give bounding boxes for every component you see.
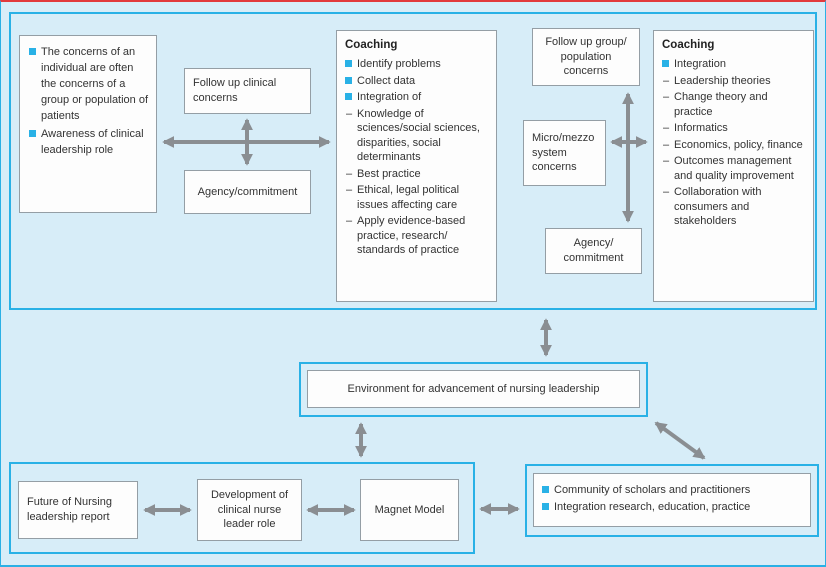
coaching-system-box: Coaching Integration Leadership theories…: [653, 30, 814, 302]
patient-concerns-box: The concerns of an individual are often …: [19, 35, 157, 213]
sub-list-item: Leadership theories: [662, 74, 805, 89]
list-item: Collect data: [345, 74, 488, 89]
coaching-title: Coaching: [345, 39, 398, 51]
environment-label: Environment for advancement of nursing l…: [347, 382, 600, 395]
agency-commitment-left-label: Agency/commitment: [197, 185, 298, 198]
bullet-square-icon: [345, 60, 352, 68]
list-item: Integration: [662, 57, 805, 72]
list-item-label: Integration of: [357, 91, 422, 104]
bullet-square-icon: [542, 486, 549, 493]
follow-up-clinical-label: Follow up clinical concerns: [193, 77, 277, 104]
arrow-environment-community: [654, 421, 706, 460]
micro-mezzo-box: Micro/mezzo system concerns: [523, 120, 606, 186]
follow-up-clinical-box: Follow up clinical concerns: [184, 68, 311, 114]
coaching-individual-box: Coaching Identify problems Collect data …: [336, 30, 497, 302]
sub-list-item: Collaboration with consumers and stakeho…: [662, 185, 805, 229]
agency-commitment-right-label: Agency/ commitment: [563, 237, 624, 264]
list-item-label: Community of scholars and practitioners: [554, 484, 751, 496]
cnl-development-label: Development of clinical nurse leader rol…: [210, 489, 289, 531]
cnl-development-box: Development of clinical nurse leader rol…: [197, 479, 302, 541]
community-box: Community of scholars and practitioners …: [533, 473, 811, 527]
future-of-nursing-box: Future of Nursing leadership report: [18, 481, 138, 539]
list-item: The concerns of an individual are often …: [29, 45, 150, 125]
sub-list-item: Economics, policy, finance: [662, 138, 805, 153]
bullet-square-icon: [29, 48, 36, 55]
community-container: [525, 464, 819, 537]
list-item-label: Awareness of clinical leadership role: [41, 127, 144, 156]
list-item-label: Identify problems: [357, 58, 441, 71]
agency-commitment-left-box: Agency/commitment: [184, 170, 311, 214]
list-item: Identify problems: [345, 57, 488, 72]
bullet-square-icon: [345, 76, 352, 84]
coaching-title: Coaching: [662, 39, 715, 51]
follow-up-group-label: Follow up group/ population concerns: [545, 36, 627, 78]
bullet-square-icon: [542, 502, 549, 510]
list-item: Community of scholars and practitioners: [542, 483, 802, 498]
magnet-model-label: Magnet Model: [374, 503, 445, 516]
bullet-square-icon: [662, 60, 669, 68]
foundations-container: [9, 462, 475, 554]
sub-list-item: Ethical, legal political issues affectin…: [345, 183, 488, 212]
list-item-label: Integration: [674, 58, 726, 71]
magnet-model-box: Magnet Model: [360, 479, 459, 541]
bullet-square-icon: [29, 129, 36, 137]
sub-list-item: Outcomes management and quality improvem…: [662, 154, 805, 183]
sub-list-item: Best practice: [345, 167, 488, 182]
top-section-container: [9, 12, 817, 310]
list-item-label: Integration research, education, practic…: [554, 500, 751, 513]
list-item: Integration research, education, practic…: [542, 500, 802, 515]
sub-list-item: Knowledge of sciences/social sciences, d…: [345, 107, 488, 165]
follow-up-group-box: Follow up group/ population concerns: [532, 28, 640, 86]
agency-commitment-right-box: Agency/ commitment: [545, 228, 642, 274]
sub-list-item: Change theory and practice: [662, 90, 805, 119]
sub-list-item: Informatics: [662, 121, 805, 136]
list-item-label: Collect data: [357, 74, 416, 87]
list-item: Awareness of clinical leadership role: [29, 127, 150, 159]
sub-list-item: Apply evidence-based practice, research/…: [345, 214, 488, 258]
bullet-square-icon: [345, 93, 352, 101]
environment-box: Environment for advancement of nursing l…: [307, 370, 640, 408]
list-item-label: The concerns of an individual are often …: [41, 46, 149, 122]
list-item: Integration of: [345, 90, 488, 105]
environment-container: [299, 362, 648, 417]
micro-mezzo-label: Micro/mezzo system concerns: [532, 132, 595, 174]
future-of-nursing-label: Future of Nursing leadership report: [27, 496, 112, 523]
